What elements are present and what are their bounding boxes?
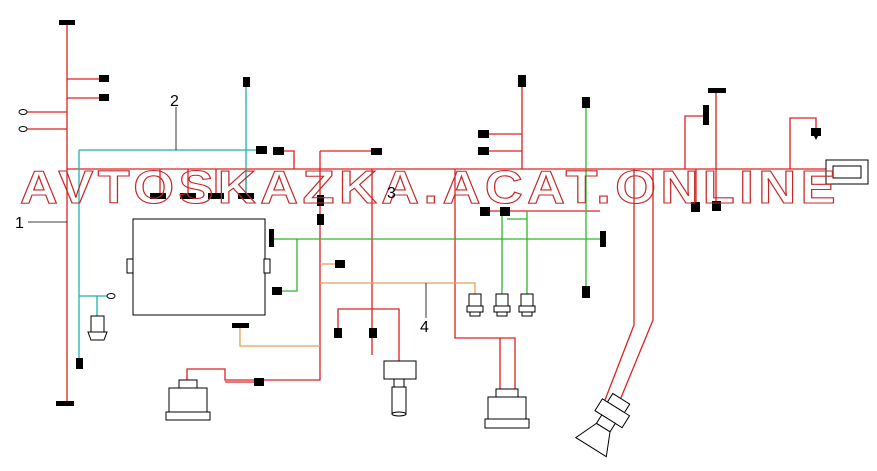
ecu-box <box>132 218 266 316</box>
ring-terminal-1 <box>18 109 28 115</box>
ring-terminal-2 <box>18 126 28 132</box>
solenoid-head <box>383 360 417 380</box>
relay2-base <box>484 418 530 429</box>
orange-wires <box>239 263 476 347</box>
connector <box>256 146 267 154</box>
solenoid-branch <box>337 308 400 362</box>
callout-1: 1 <box>15 215 24 232</box>
ecu-left-mount <box>126 258 134 274</box>
components <box>18 109 869 458</box>
orange-loop-wire <box>239 328 320 347</box>
connector <box>500 207 510 216</box>
connector <box>150 193 166 199</box>
injector-sensor-1 <box>466 293 484 317</box>
connector <box>232 323 249 328</box>
callout-leaders <box>28 107 427 318</box>
relay2-top <box>495 388 519 398</box>
harness-plug-inner <box>832 165 862 179</box>
connector <box>478 130 489 138</box>
ring-terminal-3 <box>106 293 116 299</box>
main-harness-plug <box>574 392 631 458</box>
connector <box>582 286 590 298</box>
green-ecu-branch <box>279 239 298 292</box>
ecu-right-mount <box>263 258 271 274</box>
callout-4: 4 <box>420 319 429 336</box>
connectors <box>56 20 821 406</box>
sensor-block-wire <box>454 169 516 390</box>
orange-main-wire <box>320 282 476 295</box>
relay-body <box>168 387 208 414</box>
center-loop-wire <box>186 151 321 382</box>
solenoid-end <box>391 411 407 417</box>
connector <box>708 88 726 93</box>
watermark-text: AVTOSKAZKA.ACAT.ONLINE <box>20 161 840 213</box>
connector <box>99 94 109 101</box>
connector <box>600 231 606 247</box>
connector <box>369 328 377 338</box>
relay-top <box>178 379 198 389</box>
connector <box>76 358 83 369</box>
connector <box>273 147 284 155</box>
connector <box>269 229 274 247</box>
connector <box>317 195 324 206</box>
far-right-loop <box>789 117 817 169</box>
temp-sensor-body <box>90 315 105 333</box>
green-wires <box>274 102 603 295</box>
red-wires <box>27 22 828 406</box>
connector <box>59 20 75 25</box>
connector <box>180 193 196 199</box>
connector <box>334 328 342 338</box>
connector <box>371 148 382 155</box>
callout-2: 2 <box>170 93 179 110</box>
injector-sensor-3 <box>518 293 536 317</box>
connector <box>703 105 709 125</box>
right-riser-1 <box>684 115 706 169</box>
connector <box>518 75 526 87</box>
connector <box>272 287 282 295</box>
harness-lead-2 <box>617 169 654 406</box>
connector <box>582 97 590 108</box>
solenoid-body <box>391 386 407 415</box>
harness-lead-1 <box>604 169 635 401</box>
relay2-body <box>487 396 527 420</box>
connector <box>691 202 700 212</box>
injector-sensor-2 <box>493 293 511 317</box>
cyan-wires <box>78 82 261 364</box>
connector <box>712 201 721 211</box>
connector <box>208 193 224 199</box>
connector <box>56 401 74 406</box>
relay-base <box>165 411 211 421</box>
connector <box>317 214 324 225</box>
connector-arrow <box>811 128 821 140</box>
connector <box>254 378 264 386</box>
callout-3: 3 <box>387 185 396 202</box>
solenoid-neck <box>393 378 405 388</box>
connector <box>99 75 109 82</box>
connector <box>478 147 489 155</box>
connector <box>243 77 250 87</box>
connector <box>335 260 345 268</box>
temp-sensor-tip <box>87 331 108 341</box>
connector <box>238 193 254 199</box>
connector <box>480 207 490 216</box>
